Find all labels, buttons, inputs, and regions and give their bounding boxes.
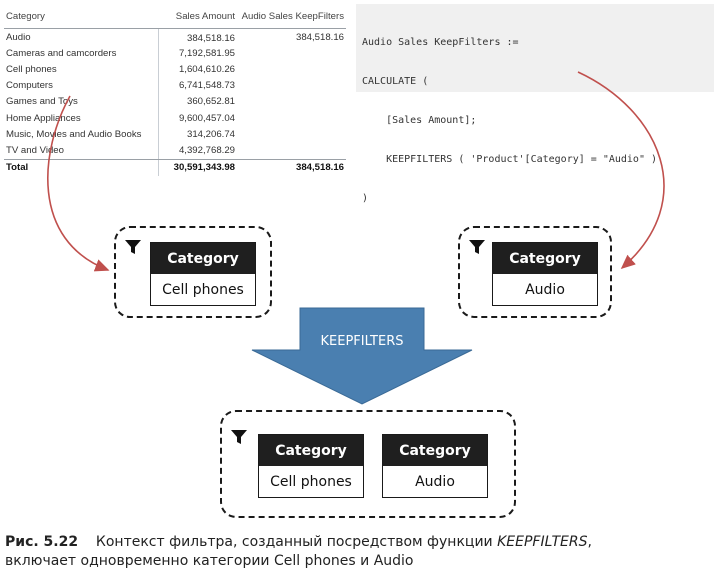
cell-category: Cell phones [6,63,57,75]
filter-icon [469,240,485,254]
filter-card: Category Cell phones [258,434,364,498]
caption-text: Контекст фильтра, созданный посредством … [95,534,498,550]
filter-icon [125,240,141,254]
filter-box-audio: Category Audio [458,226,612,318]
cell-category: Audio [6,31,31,43]
figure-caption: Рис. 5.22 Контекст фильтра, созданный по… [5,533,592,571]
cell-category: Cameras and camcorders [6,47,117,59]
table-total-row: Total 30,591,343.98 384,518.16 [4,158,346,176]
cell-sales-amount: 6,741,548.73 [158,77,238,94]
filter-box-cell-phones: Category Cell phones [114,226,272,318]
table-row: Cameras and camcorders 7,192,581.95 [4,45,346,62]
filter-card-value: Audio [525,281,565,298]
total-keep: 384,518.16 [295,162,344,174]
dax-code-block: Audio Sales KeepFilters := CALCULATE ( [… [356,4,714,204]
cell-category: Games and Toys [6,96,78,108]
filter-card-header: Category [383,435,487,466]
total-label: Total [6,162,29,174]
code-line: CALCULATE ( [362,76,429,87]
filter-card-header: Category [151,243,255,274]
cell-sales-amount: 360,652.81 [158,93,238,110]
filter-card-header: Category [493,243,597,274]
cell-sales-amount: 384,518.16 [158,29,238,46]
table-row: Audio 384,518.16 384,518.16 [4,29,346,46]
filter-box-result: Category Cell phones Category Audio [220,410,516,518]
cell-category: Home Appliances [6,112,81,124]
code-line: ) [362,193,369,204]
keepfilters-arrow-label: KEEPFILTERS [320,334,404,349]
cell-sales-amount: 314,206.74 [158,126,238,143]
filter-card-value: Cell phones [270,473,352,490]
cell-category: Computers [6,80,53,92]
cell-sales-amount: 9,600,457.04 [158,109,238,127]
filter-card-header: Category [259,435,363,466]
caption-function: KEEPFILTERS [497,534,588,550]
caption-line-2: включает одновременно категории Cell pho… [5,553,414,569]
table-row: Cell phones 1,604,610.26 [4,61,346,78]
cell-category: Music, Movies and Audio Books [6,128,142,140]
cell-sales-amount: 1,604,610.26 [158,61,238,78]
cell-sales-amount: 7,192,581.95 [158,45,238,62]
keepfilters-arrow-shape [251,307,473,405]
table-row: Games and Toys 360,652.81 [4,93,346,110]
filter-card: Category Cell phones [150,242,256,306]
sales-table: Category Sales Amount Audio Sales KeepFi… [4,4,346,176]
cell-category: TV and Video [6,144,64,156]
figure-number: Рис. 5.22 [5,534,79,550]
filter-icon [231,430,247,444]
total-sales: 30,591,343.98 [158,159,238,176]
table-header-row: Category Sales Amount Audio Sales KeepFi… [4,4,346,29]
filter-card-value: Audio [415,473,455,490]
caption-text-after: , [587,534,592,550]
cell-audio-keepfilters: 384,518.16 [295,31,344,43]
table-row: Music, Movies and Audio Books 314,206.74 [4,126,346,143]
table-row: Computers 6,741,548.73 [4,77,346,94]
code-line: KEEPFILTERS ( 'Product'[Category] = "Aud… [362,154,658,165]
column-header-category: Category [6,10,45,22]
code-line: [Sales Amount]; [362,115,477,126]
filter-card: Category Audio [382,434,488,498]
cell-sales-amount: 4,392,768.29 [158,142,238,159]
code-line: Audio Sales KeepFilters := [362,37,519,48]
filter-card: Category Audio [492,242,598,306]
filter-card-value: Cell phones [162,281,244,298]
column-header-sales-amount: Sales Amount [175,10,235,22]
table-row: Home Appliances 9,600,457.04 [4,109,346,127]
table-row: TV and Video 4,392,768.29 [4,142,346,159]
column-header-audio-keepfilters: Audio Sales KeepFilters [241,10,344,22]
